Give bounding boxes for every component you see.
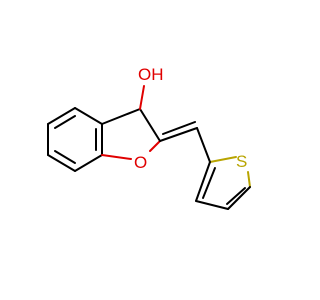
thiophene-ring — [195, 156, 251, 210]
bond — [195, 200, 229, 210]
bond — [247, 171, 251, 188]
furan-ring — [101, 108, 161, 160]
bond — [74, 154, 103, 172]
bond — [139, 108, 161, 142]
ring-oxygen-label: O — [134, 153, 147, 172]
hydroxyl-label: OH — [138, 65, 164, 84]
bond — [209, 156, 237, 163]
bond — [47, 107, 76, 125]
bond — [74, 107, 103, 125]
bond — [101, 154, 132, 160]
bond — [162, 121, 196, 135]
bond — [195, 161, 211, 202]
bond — [227, 186, 251, 210]
bond — [101, 108, 141, 125]
sulfur-label: S — [236, 152, 247, 171]
bond — [196, 127, 211, 163]
aromatic-inner-bond — [54, 150, 76, 164]
aromatic-inner-bond — [54, 115, 76, 129]
aromatic-inner-bond — [226, 187, 246, 205]
chemical-structure: OH O S — [47, 65, 251, 210]
benzene-ring — [47, 107, 103, 172]
hydroxyl-bond — [139, 85, 145, 110]
bond — [149, 140, 161, 152]
bond — [159, 127, 198, 142]
bond — [47, 154, 76, 172]
aromatic-inner-bond — [202, 167, 216, 199]
exocyclic-double-bond — [159, 121, 198, 142]
